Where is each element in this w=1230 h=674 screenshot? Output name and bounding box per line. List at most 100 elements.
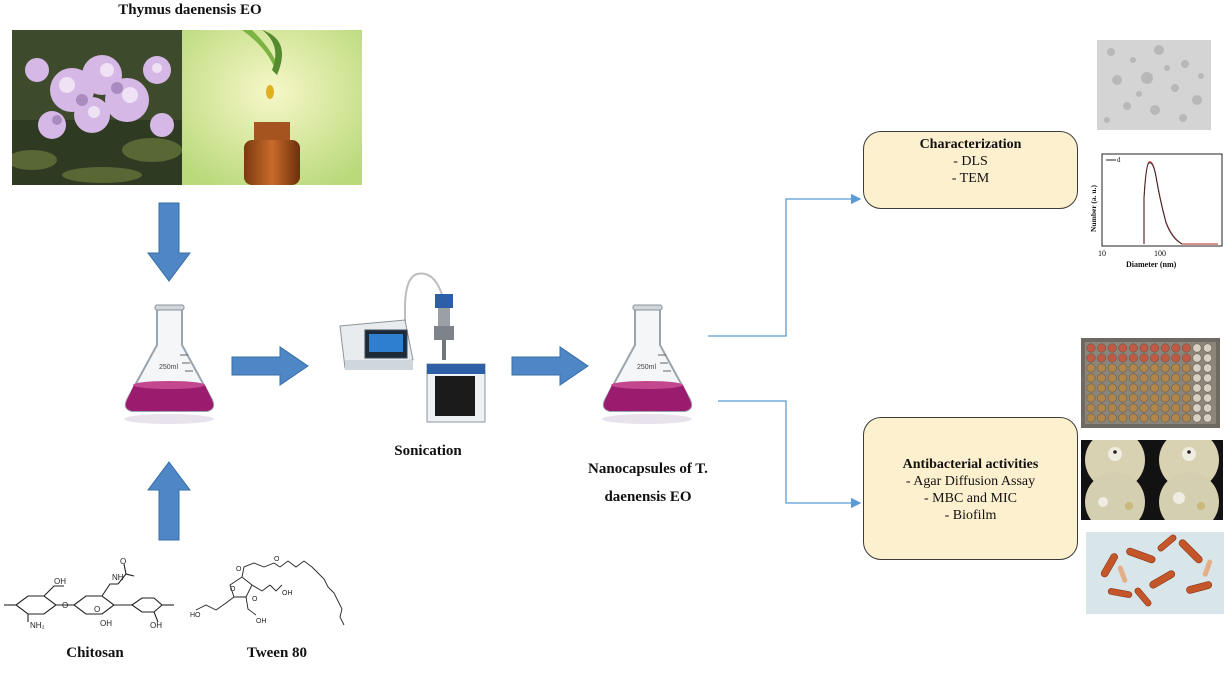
antibacterial-item-mbc-mic: - MBC and MIC [924,491,1017,506]
svg-text:OH: OH [256,618,267,625]
plate-well [1086,393,1096,403]
plate-well [1097,403,1107,413]
plate-well [1150,343,1160,353]
flask-volume-label: 250ml [637,364,657,371]
antibacterial-box: Antibacterial activities - Agar Diffusio… [863,417,1078,560]
plate-well [1160,363,1170,373]
plate-well [1086,363,1096,373]
plate-well [1171,353,1181,363]
dls-legend-label: d [1117,156,1121,164]
plate-well [1097,353,1107,363]
plate-well [1086,343,1096,353]
plate-well [1128,393,1138,403]
plate-well [1097,413,1107,423]
svg-text:O: O [94,605,100,614]
svg-text:OH: OH [100,619,112,628]
plate-well [1107,403,1117,413]
plate-well [1139,403,1149,413]
plate-well [1128,413,1138,423]
down-arrow-icon [147,202,191,282]
plate-well [1160,393,1170,403]
plate-well [1171,383,1181,393]
plate-well [1139,343,1149,353]
svg-text:HO: HO [190,612,201,619]
plate-well [1139,383,1149,393]
plate-well [1171,403,1181,413]
plate-well [1192,383,1202,393]
plate-well [1181,373,1191,383]
bacteria-photo [1086,532,1224,614]
plate-well [1128,343,1138,353]
antibacterial-item-biofilm: - Biofilm [944,508,997,523]
svg-text:O: O [274,556,280,563]
plate-well [1203,393,1213,403]
plate-well [1160,353,1170,363]
plate-well [1128,403,1138,413]
plate-well [1097,383,1107,393]
plate-well [1192,413,1202,423]
thyme-flower-photo [12,30,182,185]
plate-well [1097,343,1107,353]
flask-icon: 250ml [112,304,227,427]
sonicator-device-icon [339,272,486,423]
plate-well [1171,413,1181,423]
plate-well [1128,363,1138,373]
plate-well [1118,373,1128,383]
characterization-box: Characterization - DLS - TEM [863,131,1078,209]
plate-well [1150,393,1160,403]
plate-well [1171,373,1181,383]
plate-well [1150,413,1160,423]
product-label-line1: Nanocapsules of T. [588,461,708,477]
plate-well [1203,373,1213,383]
dls-chart: d Number (a. u.) 10 100 Diameter (nm) [1089,153,1223,269]
well-plate-photo [1081,338,1220,428]
plate-well [1118,343,1128,353]
svg-text:O: O [120,557,126,566]
plate-well [1160,383,1170,393]
plate-well [1150,363,1160,373]
plate-well [1192,353,1202,363]
plate-well [1181,363,1191,373]
plate-well [1203,383,1213,393]
plate-well [1139,353,1149,363]
plate-well [1097,373,1107,383]
plate-well [1107,413,1117,423]
plate-well [1118,393,1128,403]
plate-well [1150,353,1160,363]
characterization-title: Characterization [919,137,1022,152]
plate-well [1181,393,1191,403]
dls-y-axis-label: Number (a. u.) [1089,185,1098,232]
plate-well [1128,383,1138,393]
antibacterial-title: Antibacterial activities [902,457,1039,472]
plate-well [1181,413,1191,423]
plate-well [1150,373,1160,383]
dls-x-axis-label: Diameter (nm) [1126,260,1177,269]
plate-well [1097,363,1107,373]
plate-well [1139,363,1149,373]
plate-well [1192,343,1202,353]
svg-text:OH: OH [150,621,162,630]
plate-well [1139,413,1149,423]
right-arrow-icon [231,346,309,386]
up-arrow-icon [147,461,191,541]
svg-text:O: O [252,596,258,603]
plate-well [1128,373,1138,383]
svg-text:O: O [236,566,242,573]
svg-text:OH: OH [282,590,293,597]
flask-volume-label: 250ml [159,364,179,371]
plate-well [1171,363,1181,373]
plate-well [1160,343,1170,353]
plate-well [1192,363,1202,373]
plate-well [1097,393,1107,403]
plate-well [1203,343,1213,353]
plate-well [1118,353,1128,363]
plate-well [1181,353,1191,363]
flask-icon: 250ml [590,304,705,427]
plate-well [1086,353,1096,363]
plate-well [1150,403,1160,413]
plate-well [1086,373,1096,383]
antibacterial-item-agar: - Agar Diffusion Assay [905,474,1036,489]
